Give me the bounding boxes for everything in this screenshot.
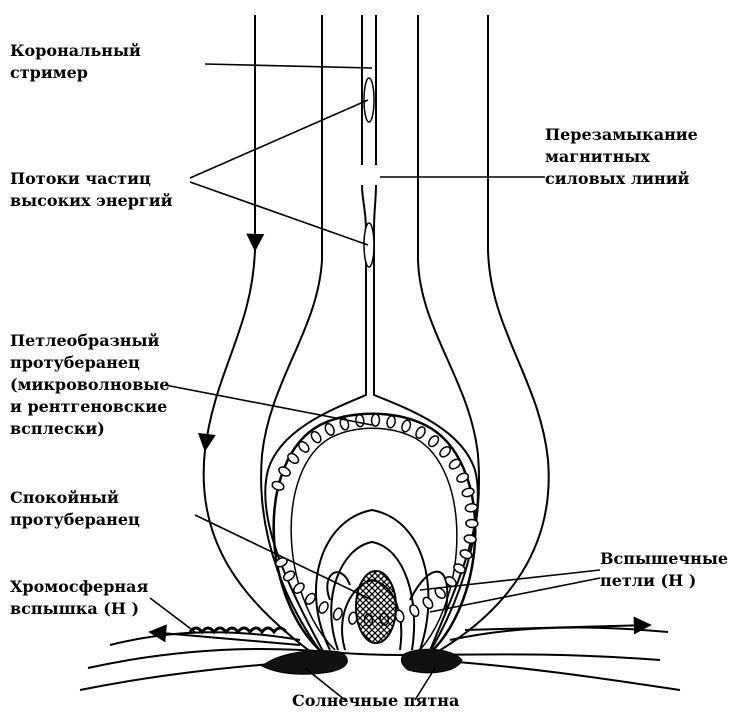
label-chromospheric-flare: Хромосферная вспышка (Н )	[10, 576, 148, 620]
prominence-bead	[386, 415, 396, 428]
chromospheric-flare-band	[190, 628, 286, 632]
prominence-bead	[309, 430, 322, 444]
field-line-left-2	[261, 15, 323, 655]
label-quiet-prominence: Спокойный протуберанец	[10, 487, 140, 531]
prominence-bead	[466, 519, 478, 527]
field-line-outer-left	[204, 15, 315, 655]
label-particle-flows: Потоки частиц высоких энергий	[10, 168, 172, 212]
prominence-bead	[414, 425, 427, 439]
field-line-outer-right	[432, 15, 549, 655]
field-line-right-2	[418, 15, 479, 655]
pointer-streamer	[205, 64, 372, 68]
prominence-bead	[271, 480, 285, 492]
prominence-bead	[277, 465, 291, 478]
quiet-prominence-body	[356, 571, 396, 643]
prominence-bead	[400, 419, 412, 433]
label-reconnection: Перезамыкание магнитных силовых линий	[545, 124, 698, 190]
label-flare-loops: Вспышечные петли (Н )	[600, 548, 728, 592]
label-loop-prominence: Петлеобразный протуберанец (микроволновы…	[10, 330, 170, 440]
surface-line-1	[88, 649, 660, 668]
sunspot-right	[401, 649, 462, 673]
prominence-bead	[371, 414, 379, 426]
prominence-bead	[408, 603, 420, 617]
prominence-bead	[465, 503, 478, 512]
pointer-chromo	[150, 598, 195, 632]
sunspot-left	[262, 651, 347, 675]
prominence-bead	[317, 600, 330, 614]
prominence-bead	[324, 422, 336, 436]
pointer-particles-2	[190, 182, 368, 245]
label-sunspots: Солнечные пятна	[292, 690, 459, 712]
pointer-particles-1	[190, 100, 368, 178]
prominence-bead	[427, 434, 441, 448]
prominence-bead	[421, 596, 434, 610]
prominence-bead	[355, 414, 364, 427]
label-coronal-streamer: Корональный стример	[10, 40, 141, 84]
prominence-bead	[286, 452, 300, 466]
